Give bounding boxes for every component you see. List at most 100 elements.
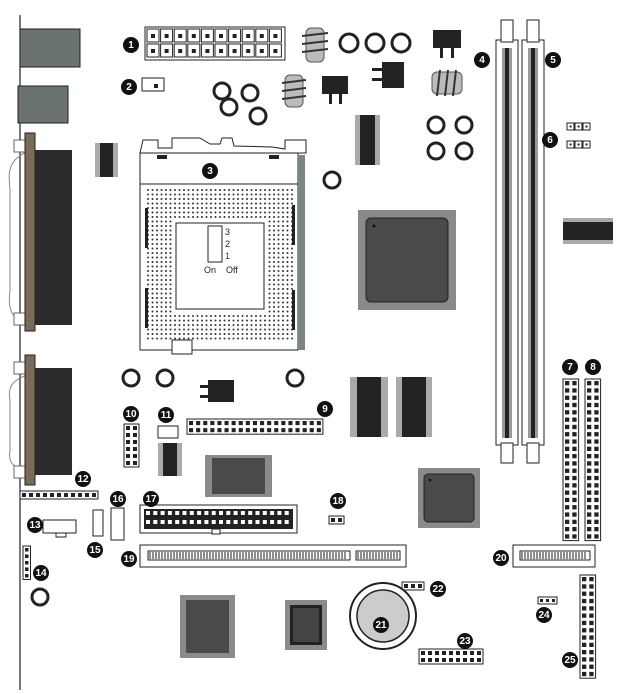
callout-number: 10 <box>125 409 137 420</box>
callout-16: 16 <box>110 491 126 507</box>
ide-pin <box>204 520 209 524</box>
pin-header-7 <box>562 378 580 542</box>
callout-marker <box>27 517 43 533</box>
callout-18: 18 <box>330 493 346 509</box>
callout-marker <box>158 407 174 423</box>
connector-16 <box>110 507 125 541</box>
ide-pin <box>175 511 180 515</box>
connector-13 <box>42 519 77 534</box>
jumper-18 <box>328 515 345 525</box>
callout-marker <box>87 542 103 558</box>
switch-off-label: Off <box>226 265 238 275</box>
callout-14: 14 <box>33 565 49 581</box>
ide-pin <box>284 520 289 524</box>
fan-connector-24 <box>537 596 558 605</box>
pin-header-9 <box>186 418 324 435</box>
pci-slot <box>139 544 407 568</box>
callout-number: 23 <box>459 636 471 647</box>
callout-marker <box>123 37 139 53</box>
callout-9: 9 <box>317 401 333 417</box>
callout-3: 3 <box>202 163 218 179</box>
callout-13: 13 <box>27 517 43 533</box>
ide-pin <box>277 520 282 524</box>
pin-header-14 <box>22 545 31 580</box>
callout-8: 8 <box>585 359 601 375</box>
callout-1: 1 <box>123 37 139 53</box>
callout-marker <box>143 491 159 507</box>
pin-header-25 <box>579 574 597 679</box>
callout-23: 23 <box>457 633 473 649</box>
voltage-regulator <box>200 30 461 402</box>
callout-10: 10 <box>123 406 139 422</box>
ide-pin <box>255 511 260 515</box>
ide-pin <box>226 520 231 524</box>
callout-number: 9 <box>322 404 328 415</box>
callout-number: 14 <box>35 568 47 579</box>
callout-number: 22 <box>432 584 444 595</box>
callout-number: 1 <box>128 40 134 51</box>
chip-component <box>95 115 613 476</box>
callout-number: 12 <box>77 474 89 485</box>
ide-pin <box>219 520 223 524</box>
callout-marker <box>585 359 601 375</box>
callout-marker <box>121 551 137 567</box>
switch-on-label: On <box>204 265 216 275</box>
callout-marker <box>121 79 137 95</box>
callout-number: 24 <box>538 610 550 621</box>
ide-pin <box>240 520 245 524</box>
ide-pin <box>146 511 150 515</box>
callout-number: 13 <box>29 520 41 531</box>
callout-marker <box>317 401 333 417</box>
callout-number: 15 <box>89 545 101 556</box>
switch-position-3: 3 <box>225 227 230 237</box>
ide-pin <box>233 520 238 524</box>
callout-5: 5 <box>545 52 561 68</box>
ide-pin <box>146 520 150 524</box>
switch-position-1: 1 <box>225 251 230 261</box>
pin-header-12 <box>19 490 99 500</box>
callout-marker <box>202 163 218 179</box>
ide-pin <box>262 511 267 515</box>
callout-number: 6 <box>547 135 553 146</box>
callout-number: 21 <box>375 620 387 631</box>
callout-marker <box>123 406 139 422</box>
callout-6: 6 <box>542 132 558 148</box>
ide-pin <box>167 520 172 524</box>
ide-pin <box>160 520 165 524</box>
ide-pin <box>240 511 245 515</box>
callout-marker <box>562 652 578 668</box>
callout-number: 19 <box>123 554 135 565</box>
ide-pin <box>197 520 202 524</box>
usb-port <box>19 28 81 68</box>
callout-marker <box>110 491 126 507</box>
callout-marker <box>330 493 346 509</box>
ide-pin <box>284 511 289 515</box>
dimm-slot-1 <box>495 19 519 464</box>
ide-pin <box>189 511 194 515</box>
jumper-22 <box>401 581 425 591</box>
ide-pin <box>153 511 158 515</box>
callout-number: 3 <box>207 166 213 177</box>
fan-connector-11 <box>157 425 179 439</box>
ide-pin <box>255 520 260 524</box>
fan-connector-2 <box>141 77 165 92</box>
ide-pin <box>189 520 194 524</box>
ps2-port <box>17 85 69 124</box>
callout-number: 16 <box>112 494 124 505</box>
ide-pin <box>182 520 187 524</box>
ide-pin <box>219 511 223 515</box>
callout-12: 12 <box>75 471 91 487</box>
capacitors <box>30 32 474 607</box>
ide-pin <box>270 520 275 524</box>
callout-22: 22 <box>430 581 446 597</box>
callout-2: 2 <box>121 79 137 95</box>
ide-pin <box>211 520 216 524</box>
ide-pin <box>277 511 282 515</box>
ide-pin <box>226 511 231 515</box>
callout-number: 7 <box>567 362 573 373</box>
ide-pin <box>211 511 216 515</box>
ide-pin <box>248 511 253 515</box>
callout-number: 2 <box>126 82 132 93</box>
callout-number: 18 <box>332 496 344 507</box>
